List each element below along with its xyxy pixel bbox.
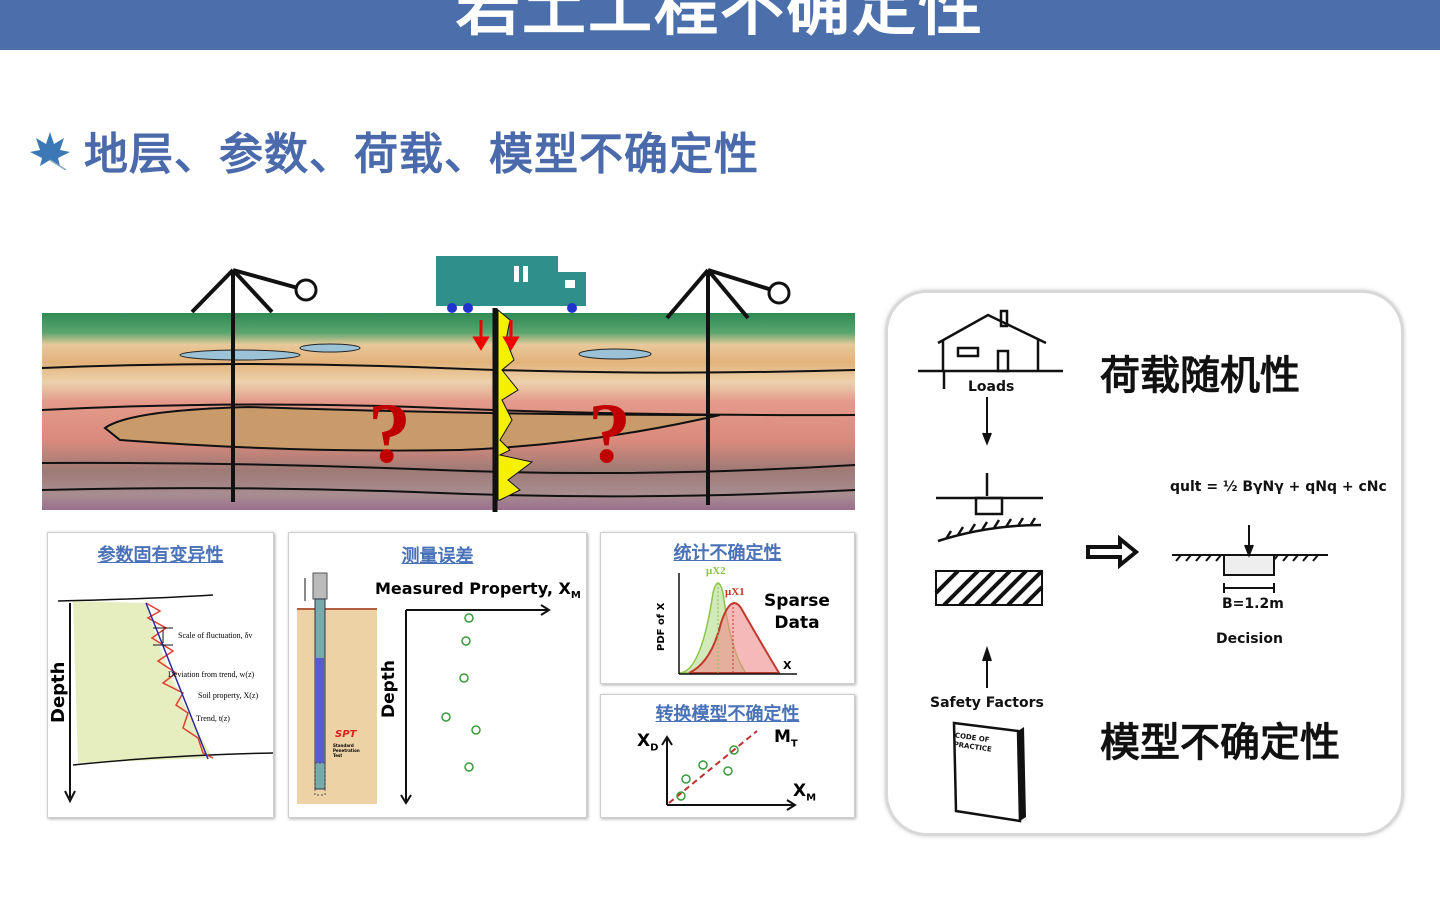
panel-transform-model: 转换模型不确定性 XD XM MT [600, 694, 855, 818]
safety-factors-label: Safety Factors [930, 695, 1044, 711]
truck-icon [436, 256, 586, 313]
footing-icon [936, 473, 1043, 543]
x-axis-label: X [783, 659, 792, 672]
loads-label: Loads [968, 379, 1015, 395]
panel-title: 转换模型不确定性 [655, 704, 800, 725]
lens [299, 343, 361, 353]
panel-measurement-error: 测量误差 Measured Property, XM Depth SPT Sta… [288, 532, 587, 818]
geological-cross-section: ? ? [41, 256, 856, 512]
scale-label: Scale of fluctuation, δv [178, 631, 253, 640]
mu-x2-label: μX2 [706, 565, 726, 577]
deviation-label: Deviation from trend, w(z) [168, 670, 255, 679]
model-label-sub: T [790, 738, 798, 750]
note-line-2: Data [774, 613, 820, 633]
mu-x1-label: μX1 [725, 586, 745, 598]
red-arrows [472, 320, 520, 351]
sparse-data-note: Sparse Data [761, 590, 833, 634]
drill-rig-right [665, 268, 791, 505]
slide-title: 岩土工程不确定性 [456, 0, 984, 45]
decision-label: Decision [1216, 631, 1283, 647]
lens [179, 349, 301, 361]
model-label-text: M [774, 727, 791, 747]
depth-label: Depth [48, 661, 69, 723]
load-randomness-title: 荷载随机性 [1100, 353, 1300, 399]
cpt-log-trace [497, 308, 534, 501]
x-label-sub: M [570, 590, 581, 602]
x-label-text: Measured Property, X [375, 579, 571, 598]
maple-leaf-icon [30, 132, 70, 170]
load-model-card: Loads 荷载随机性 qult = ½ BγNγ + qNq + cNc B=… [885, 290, 1404, 836]
house-icon [918, 309, 1063, 389]
right-arrow-icon [1086, 534, 1140, 570]
panel-statistical-uncertainty: 统计不确定性 PDF of X X μX2 μX1 Sparse Data [600, 532, 855, 684]
transform-scatter [661, 730, 797, 811]
up-arrow-icon [982, 645, 992, 688]
data-points [441, 613, 481, 772]
drill-rig-left [190, 268, 318, 502]
subtitle-text: 地层、参数、荷载、模型不确定性 [84, 129, 759, 180]
variability-diagram [57, 594, 273, 804]
footing-decision-icon [1172, 525, 1328, 593]
x-label-text: X [793, 781, 807, 801]
question-mark-left: ? [368, 385, 411, 481]
lens [578, 348, 652, 360]
panel-inherent-variability: 参数固有变异性 Depth Scale of fluctuation, δv D… [47, 532, 274, 818]
data-points [676, 745, 739, 801]
question-mark-right: ? [588, 385, 631, 481]
x-axis-label: Measured Property, XM [375, 579, 581, 601]
panel-title: 测量误差 [401, 546, 474, 567]
bearing-capacity-formula: qult = ½ BγNγ + qNq + cNc [1170, 479, 1387, 495]
panel-title: 统计不确定性 [673, 543, 782, 564]
depth-label: Depth [379, 659, 399, 718]
design-flow-diagram [918, 309, 1328, 823]
header-bar: 岩土工程不确定性 [0, 0, 1440, 50]
x-axis-label: XM [793, 781, 816, 803]
code-book-icon [952, 721, 1026, 823]
spt-label: SPT [335, 729, 357, 740]
panel-title: 参数固有变异性 [97, 545, 224, 566]
y-axis-label: PDF of X [656, 602, 667, 651]
note-line-1: Sparse [764, 591, 830, 611]
y-axis-label: XD [637, 731, 658, 753]
model-line [668, 730, 758, 804]
soil-property-label: Soil property, X(z) [198, 691, 259, 700]
spt-diagram [297, 572, 551, 805]
pdf-chart [678, 573, 797, 675]
trend-label: Trend, t(z) [196, 714, 230, 723]
model-label: MT [774, 727, 798, 749]
subtitle: 地层、参数、荷载、模型不确定性 [28, 118, 759, 182]
y-label-text: X [637, 731, 651, 751]
width-label: B=1.2m [1222, 596, 1284, 612]
hatched-stratum-icon [934, 569, 1044, 607]
y-label-sub: D [650, 742, 659, 754]
x-label-sub: M [806, 792, 817, 804]
model-uncertainty-title: 模型不确定性 [1100, 720, 1340, 766]
spt-description: Standard Penetration Test [333, 743, 360, 758]
down-arrow-icon [982, 397, 992, 446]
